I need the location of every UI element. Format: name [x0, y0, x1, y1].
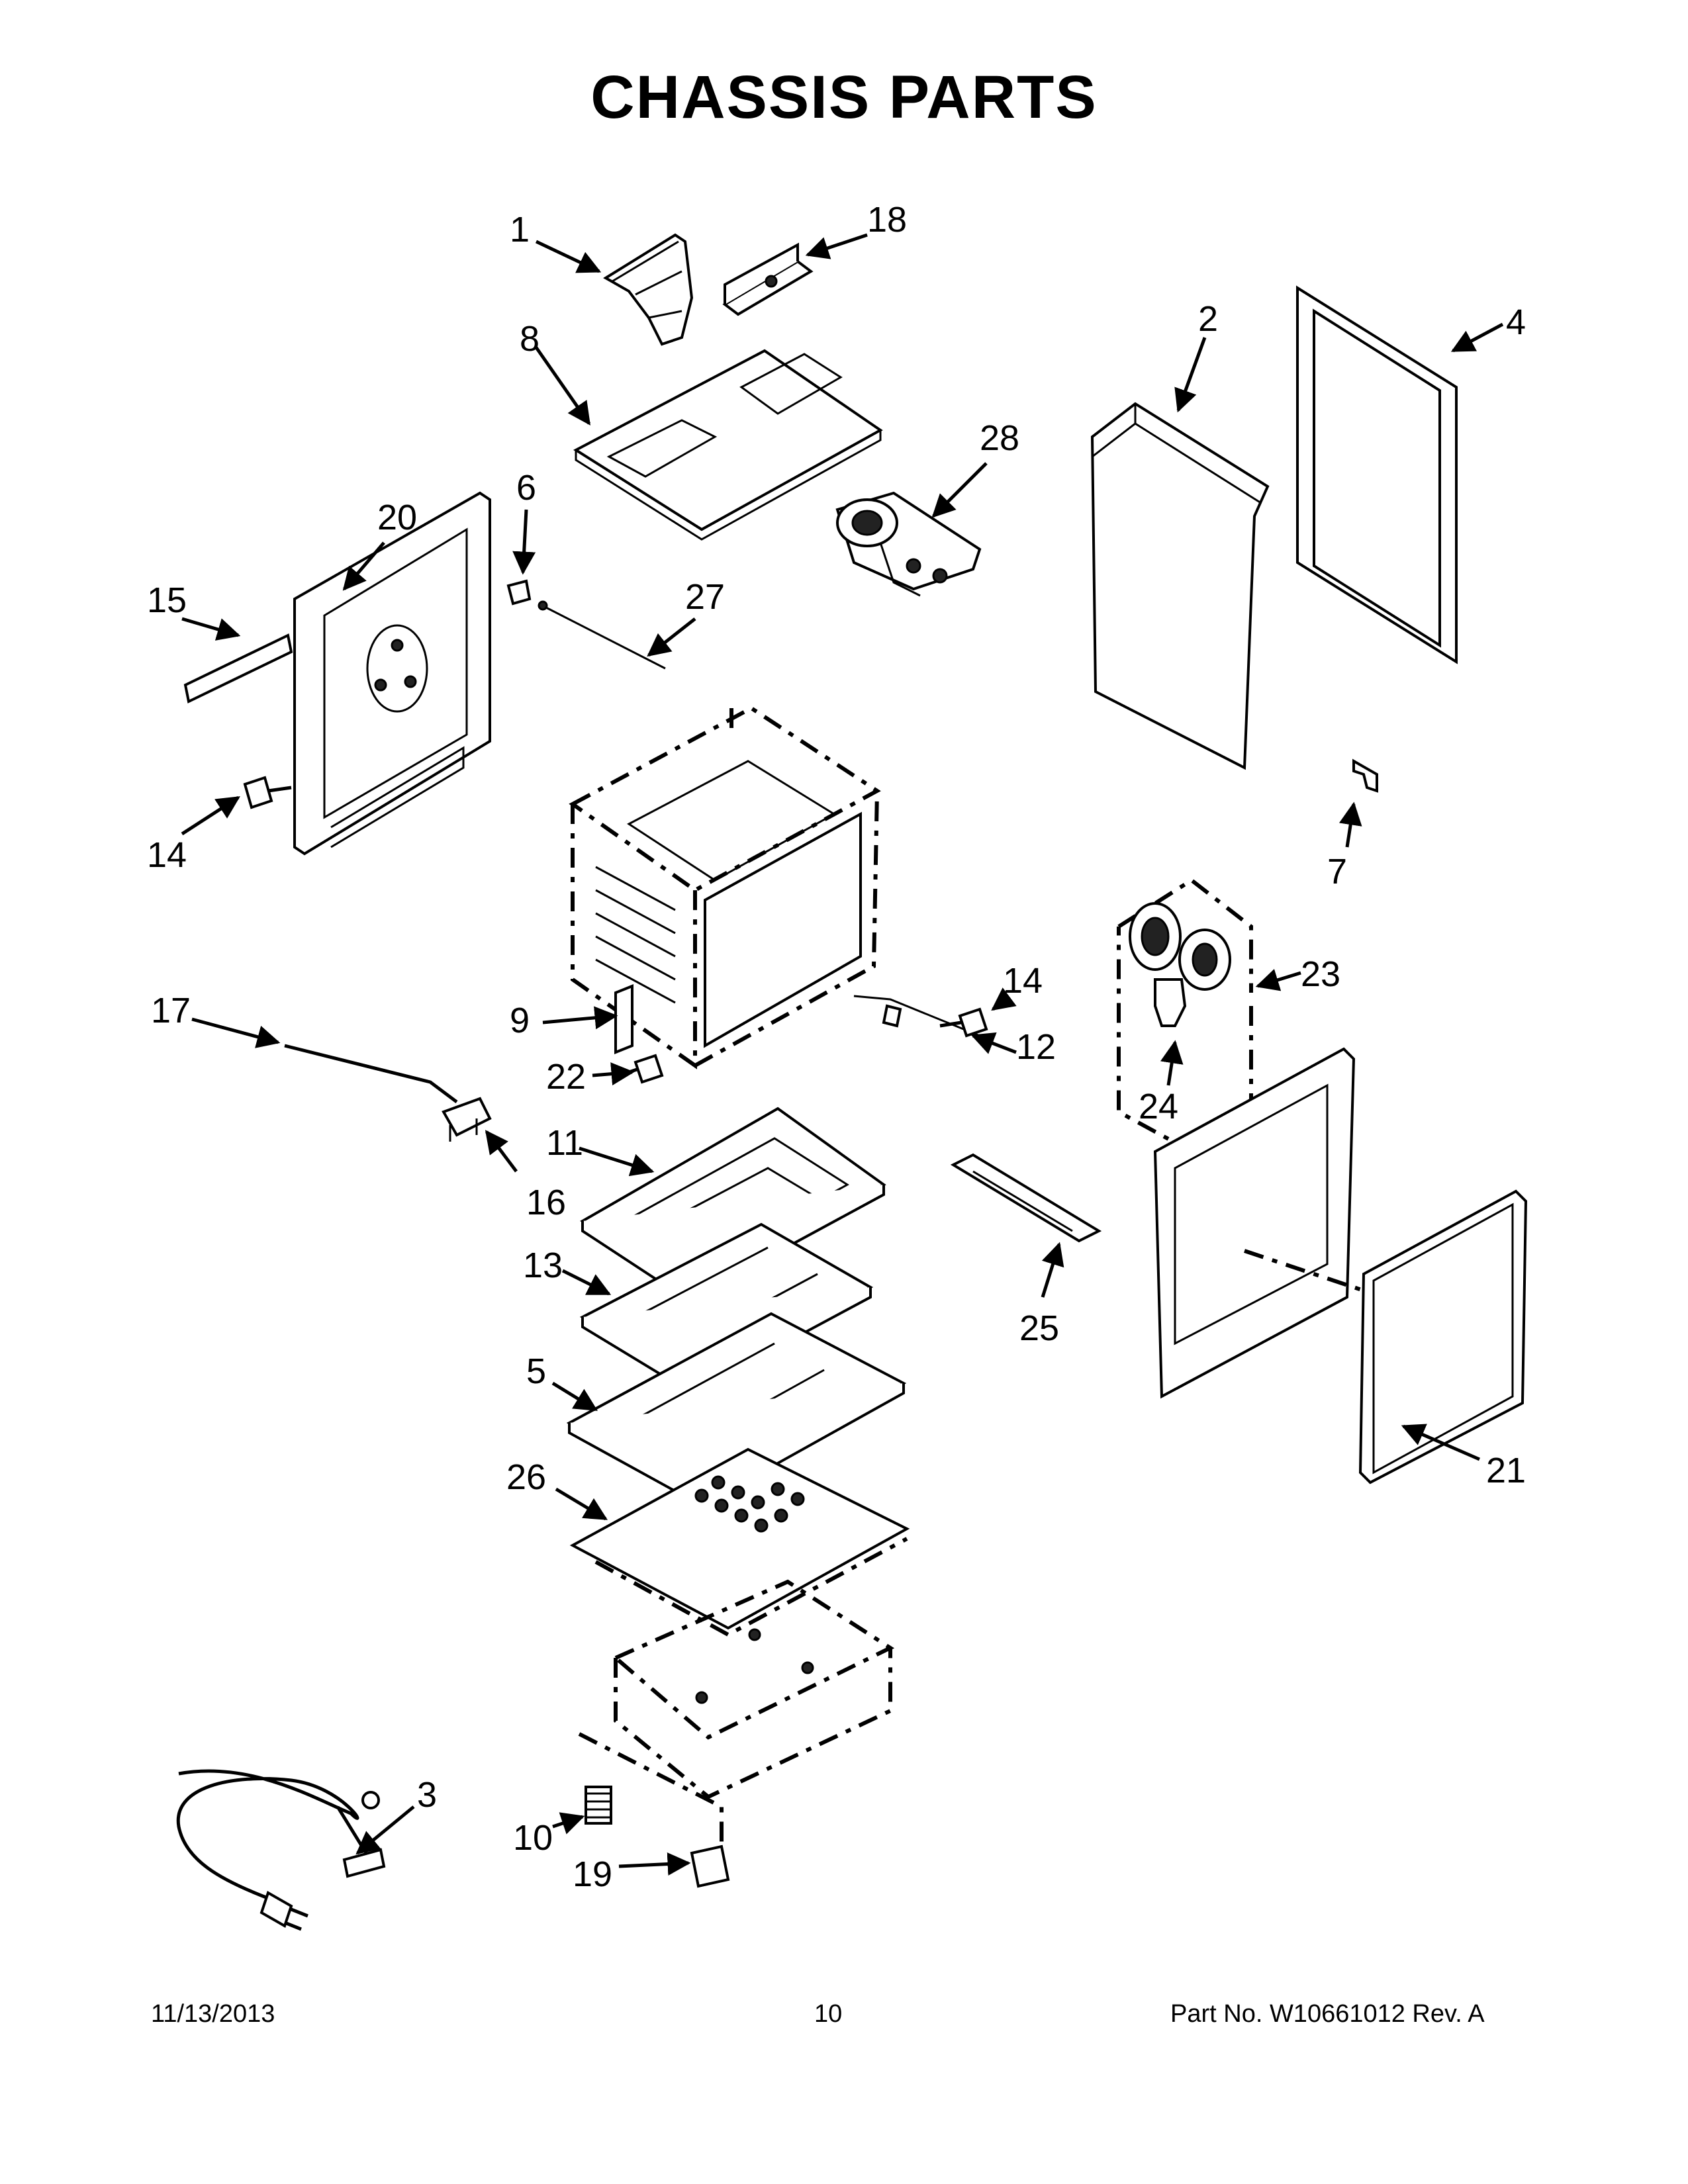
- inner-door-panel: [1153, 1047, 1364, 1399]
- callout-28: 28: [980, 418, 1019, 458]
- callout-17: 17: [151, 991, 191, 1030]
- callout-1: 1: [510, 210, 530, 250]
- part-20-rear-panel: [293, 491, 491, 856]
- footer-date: 11/13/2013: [151, 2000, 275, 2028]
- part-18-small-bracket: [722, 242, 814, 316]
- part-14-screw-left: [243, 776, 292, 809]
- oven-cavity-vents: [595, 866, 676, 1004]
- part-23-knob-group: [1117, 878, 1253, 1154]
- oven-cavity: [569, 702, 881, 1069]
- callout-14-left: 14: [147, 835, 187, 875]
- footer-page-number: 10: [814, 2000, 843, 2028]
- part-16-switch: [442, 1097, 492, 1142]
- part-17-wire: [284, 1044, 458, 1103]
- callout-15: 15: [147, 580, 187, 620]
- callout-2: 2: [1198, 299, 1218, 339]
- part-4-door-frame: [1296, 285, 1458, 664]
- part-19-foot-bracket: [690, 1844, 730, 1888]
- part-2-side-panel: [1090, 402, 1270, 770]
- callout-6: 6: [516, 468, 536, 508]
- leader-arrows: [181, 233, 1504, 1876]
- part-24-knob: [1154, 978, 1187, 1027]
- callout-13: 13: [523, 1246, 563, 1285]
- callout-11: 11: [546, 1123, 583, 1163]
- callout-27: 27: [685, 577, 725, 617]
- callout-16: 16: [526, 1183, 566, 1222]
- callout-10: 10: [513, 1818, 553, 1858]
- page-title: CHASSIS PARTS: [590, 64, 1098, 131]
- part-5-shelf: [566, 1312, 907, 1508]
- part-8-top-panel: [573, 349, 883, 541]
- callout-18: 18: [867, 200, 907, 240]
- footer-part-number: Part No. W10661012 Rev. A: [1170, 2000, 1485, 2028]
- part-22-screw: [618, 1054, 664, 1084]
- part-3-power-cord: [176, 1769, 386, 1931]
- part-28-motor-assembly: [835, 491, 982, 597]
- part-21-door-gasket: [1358, 1189, 1528, 1484]
- callout-21: 21: [1486, 1451, 1526, 1490]
- part-9-bracket: [614, 984, 633, 1054]
- callout-24: 24: [1139, 1087, 1178, 1126]
- callout-22: 22: [546, 1057, 586, 1097]
- part-10-leveling-leg: [585, 1786, 612, 1825]
- base-frame: [578, 1579, 895, 1846]
- callout-14-right: 14: [1003, 961, 1043, 1001]
- part-25-bracket: [950, 1153, 1102, 1243]
- callout-26: 26: [506, 1457, 546, 1497]
- callout-7: 7: [1327, 852, 1347, 891]
- callout-labels: 1 18 8 2 4 28 20 6 15 27 14 7 23 17 14 1…: [147, 200, 1526, 1894]
- part-26-holes: [694, 1475, 805, 1533]
- part-26-bottom-panel: [569, 1447, 910, 1637]
- part-1-top-bracket: [603, 233, 694, 346]
- part-15-bar: [183, 633, 293, 704]
- callout-19: 19: [573, 1854, 612, 1894]
- callout-9: 9: [510, 1001, 530, 1040]
- callout-25: 25: [1019, 1308, 1059, 1348]
- part-14-screw-right: [939, 1007, 988, 1038]
- callout-3: 3: [417, 1775, 437, 1815]
- part-7-clip: [1352, 758, 1378, 793]
- part-27-wire: [545, 606, 666, 670]
- callout-12: 12: [1016, 1027, 1056, 1067]
- callout-8: 8: [520, 319, 539, 359]
- callout-23: 23: [1301, 954, 1340, 994]
- part-6-sensor: [506, 579, 548, 611]
- callout-5: 5: [526, 1351, 546, 1391]
- callout-4: 4: [1506, 302, 1526, 342]
- callout-20: 20: [377, 498, 417, 537]
